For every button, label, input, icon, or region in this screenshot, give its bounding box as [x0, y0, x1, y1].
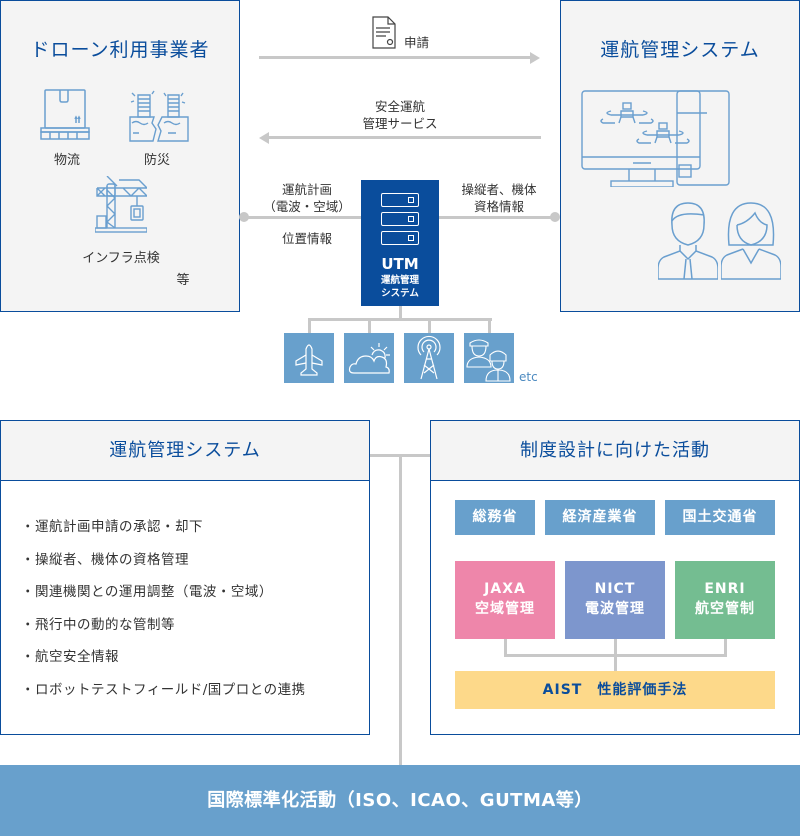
qualification-connector	[439, 216, 556, 219]
female-operator-icon	[721, 202, 781, 280]
weather-tile	[344, 333, 394, 383]
crane-icon	[95, 176, 147, 233]
agency-enri-name: ENRI	[704, 581, 746, 597]
ministry-mlit: 国土交通省	[665, 500, 775, 535]
logistics-label: 物流	[53, 153, 80, 168]
flight-plan-line2: （電波・空域）	[263, 199, 351, 214]
disaster-buildings-icon	[129, 90, 189, 142]
agency-bus	[504, 654, 727, 657]
ministry-mic: 総務省	[455, 500, 535, 535]
qualification-line2: 資格情報	[473, 199, 524, 214]
utm-stem	[399, 306, 402, 320]
service-branch	[308, 318, 311, 333]
utm-sub1: 運航管理	[380, 275, 419, 286]
feature-item: ・飛行中の動的な管制等	[21, 616, 175, 633]
application-arrow-head	[530, 51, 540, 64]
agency-nict-name: NICT	[594, 581, 636, 597]
agency-branch	[724, 639, 727, 655]
institutional-design-panel-title: 制度設計に向けた活動	[431, 421, 799, 481]
operation-system-panel-title: 運航管理システム	[1, 421, 369, 481]
police-firefighter-tile	[464, 333, 514, 383]
operation-system-box: 運航管理システム	[560, 0, 800, 312]
utm-box: UTM 運航管理 システム	[361, 180, 439, 306]
feature-item: ・運航計画申請の承認・却下	[21, 519, 203, 535]
ministry-meti: 経済産業省	[545, 500, 655, 535]
application-arrow	[259, 56, 531, 59]
radio-tower-icon	[417, 335, 441, 380]
agency-branch	[504, 639, 507, 655]
international-standardization-bar: 国際標準化活動（ISO、ICAO、GUTMA等）	[0, 765, 800, 836]
agency-jaxa-role: 空域管理	[475, 601, 535, 617]
utm-sub2: システム	[381, 288, 419, 299]
monitor-drones-icon	[581, 90, 730, 187]
operation-system-title: 運航管理システム	[600, 39, 760, 61]
safety-service-label: 安全運航 管理サービス	[340, 98, 460, 132]
drone-operators-box: ドローン利用事業者 物流 防災	[0, 0, 240, 312]
police-firefighter-icon	[466, 339, 511, 382]
qualification-label: 操縦者、機体 資格情報	[444, 181, 554, 215]
airplane-icon	[295, 344, 323, 376]
feature-item: ・関連機関との運用調整（電波・空域）	[21, 584, 273, 600]
operation-system-panel: 運航管理システム ・運航計画申請の承認・却下 ・操縦者、機体の資格管理 ・関連機…	[0, 420, 370, 735]
flight-plan-connector	[244, 216, 361, 219]
connector-dot-right	[550, 212, 560, 222]
weather-icon	[348, 343, 390, 374]
flight-plan-line1: 運航計画	[281, 182, 332, 197]
agency-enri: ENRI 航空管制	[675, 561, 775, 639]
drone-operators-title: ドローン利用事業者	[30, 39, 210, 61]
male-operator-icon	[658, 202, 718, 280]
services-bus	[308, 318, 492, 321]
operation-system-features: ・運航計画申請の承認・却下 ・操縦者、機体の資格管理 ・関連機関との運用調整（電…	[21, 515, 306, 710]
document-icon	[372, 16, 396, 49]
etc-label: 等	[176, 273, 190, 288]
agency-nict: NICT 電波管理	[565, 561, 665, 639]
agency-nict-role: 電波管理	[585, 601, 645, 617]
services-etc-label: etc	[519, 370, 538, 384]
infrastructure-inspection-label: インフラ点検	[82, 251, 160, 266]
aist-box: AIST 性能評価手法	[455, 671, 775, 709]
footer-connector	[399, 454, 402, 765]
agency-enri-role: 航空管制	[695, 601, 755, 617]
utm-title: UTM	[381, 255, 419, 273]
feature-item: ・操縦者、機体の資格管理	[21, 551, 189, 568]
position-info-label: 位置情報	[281, 231, 332, 246]
service-branch	[488, 318, 491, 333]
safety-service-line2: 管理サービス	[362, 116, 438, 131]
application-label: 申請	[404, 35, 430, 50]
radio-tower-tile	[404, 333, 454, 383]
service-branch	[428, 318, 431, 333]
flight-plan-label: 運航計画 （電波・空域）	[252, 181, 362, 215]
package-pallet-icon	[40, 89, 90, 140]
qualification-line1: 操縦者、機体	[461, 182, 537, 197]
service-branch	[368, 318, 371, 333]
disaster-prevention-label: 防災	[143, 153, 170, 168]
agency-jaxa: JAXA 空域管理	[455, 561, 555, 639]
safety-service-line1: 安全運航	[374, 99, 425, 114]
feature-item: ・航空安全情報	[21, 649, 119, 665]
safety-service-arrow	[269, 136, 541, 139]
safety-service-arrow-head	[259, 131, 269, 144]
agency-jaxa-name: JAXA	[484, 581, 526, 597]
feature-item: ・ロボットテストフィールド/国プロとの連携	[21, 681, 306, 698]
airplane-tile	[284, 333, 334, 383]
